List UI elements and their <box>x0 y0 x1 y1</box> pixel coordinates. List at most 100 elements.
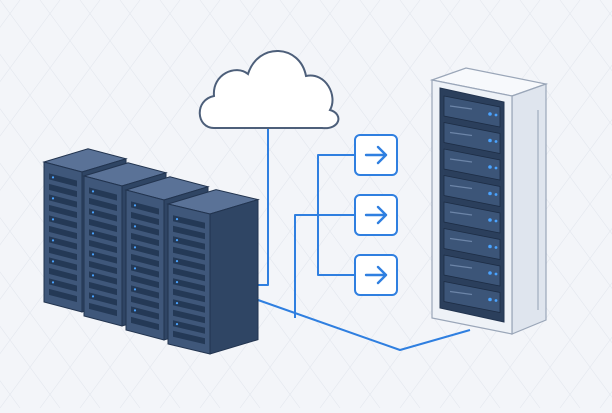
grid-line <box>519 282 612 409</box>
rack-slot <box>173 225 205 240</box>
rack-led <box>51 239 55 242</box>
rack-led <box>175 281 179 284</box>
server-rack-4 <box>166 189 260 355</box>
tower-led <box>494 219 498 223</box>
rack-slot <box>49 288 77 303</box>
cloud-to-racks-line <box>258 128 269 286</box>
tower-led <box>488 271 492 275</box>
arrow-right-icon <box>364 145 388 165</box>
rack-slot <box>131 232 159 247</box>
tower-unit-vent <box>449 158 473 163</box>
rack-slot <box>49 183 77 198</box>
racks-to-tower-line <box>257 299 471 351</box>
grid-line <box>479 0 612 181</box>
rack-led <box>51 281 55 284</box>
tower-led <box>488 244 492 249</box>
rack-slot <box>89 229 117 243</box>
tower-unit <box>443 175 501 207</box>
rack-slot <box>131 253 159 268</box>
tower-unit <box>443 122 501 154</box>
tower-unit <box>443 281 501 313</box>
arrow-right-icon <box>364 205 388 225</box>
tower-led <box>494 246 498 249</box>
rack-slot <box>131 201 159 215</box>
rack-led <box>175 239 179 242</box>
rack-slot <box>89 281 117 296</box>
rack-slot <box>173 246 205 261</box>
rack-slot <box>49 194 77 208</box>
rack-slot <box>89 260 117 275</box>
rack-slot <box>173 257 205 271</box>
grid-line <box>399 119 612 409</box>
rack-slot <box>89 187 117 201</box>
arrow-node-1 <box>354 134 398 176</box>
rack-slot <box>173 288 205 303</box>
rack-slot <box>49 236 77 250</box>
rack-slot <box>173 299 205 313</box>
tower-unit-vent <box>449 237 473 243</box>
rack-slot <box>131 306 159 320</box>
tower-unit <box>443 201 501 234</box>
rack-slot <box>173 320 205 334</box>
rack-slot <box>131 211 159 226</box>
branch-to-arrow-3-line <box>317 215 355 276</box>
arrow-node-3 <box>354 254 398 296</box>
rack-slot <box>89 250 117 264</box>
rack-slot <box>173 330 205 345</box>
rack-slot <box>89 208 117 222</box>
grid-line <box>0 380 21 409</box>
connector-lines <box>257 128 471 351</box>
grid-line <box>519 0 612 126</box>
tower-led <box>488 297 492 302</box>
branch-to-arrow-1-line <box>294 154 355 318</box>
tower-unit <box>443 228 501 260</box>
grid-line <box>599 391 612 409</box>
tower-led <box>494 193 498 196</box>
tower-led <box>494 299 498 302</box>
grid-line <box>559 0 612 72</box>
tower-led <box>494 140 498 143</box>
tower-led <box>488 165 492 169</box>
rack-slot <box>131 295 159 310</box>
rack-slot <box>173 215 205 229</box>
grid-line <box>479 227 612 409</box>
cloud-icon <box>198 50 340 130</box>
rack-slot <box>131 222 159 236</box>
rack-led <box>91 211 95 214</box>
rack-led <box>175 302 179 305</box>
rack-slot <box>49 257 77 271</box>
arrow-right-icon <box>364 265 388 285</box>
rack-slot <box>49 267 77 282</box>
rack-slot <box>49 246 77 261</box>
rack-led <box>91 253 95 256</box>
tower-led <box>494 113 498 117</box>
tower-led <box>488 138 492 143</box>
rack-slot <box>89 239 117 254</box>
grid-line <box>599 0 612 17</box>
rack-led <box>133 288 137 291</box>
tower-unit-vent <box>449 264 473 269</box>
rack-slot <box>49 204 77 219</box>
rack-slot <box>49 225 77 240</box>
rack-slot <box>131 316 159 331</box>
rack-led <box>51 260 55 263</box>
grid-line <box>439 173 612 409</box>
rack-led <box>91 232 95 235</box>
rack-slot <box>89 302 117 317</box>
tower-led <box>488 112 492 116</box>
rack-led <box>133 267 137 270</box>
rack-led <box>175 323 179 326</box>
rack-slot <box>173 267 205 282</box>
rack-led <box>51 176 55 179</box>
rack-slot <box>131 264 159 278</box>
rack-slot <box>131 285 159 299</box>
rack-slot <box>173 278 205 292</box>
rack-led <box>133 309 137 312</box>
arrow-node-2 <box>354 194 398 236</box>
tower-unit-vent <box>449 211 473 216</box>
tower-side <box>511 83 547 335</box>
arrow-node-group <box>354 134 398 296</box>
rack-slot <box>89 197 117 212</box>
tower-unit <box>443 95 501 128</box>
